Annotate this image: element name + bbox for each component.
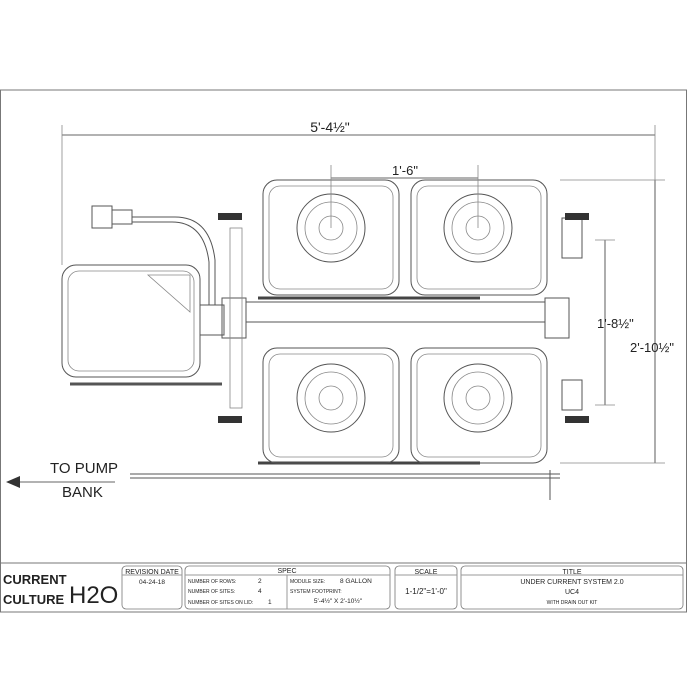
svg-text:UNDER CURRENT SYSTEM 2.0: UNDER CURRENT SYSTEM 2.0 bbox=[520, 579, 623, 586]
annotation-text: BANK bbox=[62, 484, 103, 501]
svg-text:WITH DRAIN OUT KIT: WITH DRAIN OUT KIT bbox=[547, 600, 598, 606]
revision-box: REVISION DATE 04-24-18 bbox=[121, 565, 183, 610]
svg-text:SCALE: SCALE bbox=[415, 569, 438, 576]
drawing-frame bbox=[0, 89, 687, 613]
scale-box: SCALE 1-1/2"=1'-0" bbox=[394, 565, 458, 610]
spec-box: SPEC NUMBER OF ROWS: 2 NUMBER OF SITES: … bbox=[184, 565, 391, 610]
svg-text:04-24-18: 04-24-18 bbox=[139, 579, 165, 586]
svg-text:MODULE SIZE:: MODULE SIZE: bbox=[290, 579, 325, 585]
dimension-overall-width: 5'-4½" bbox=[61, 119, 656, 265]
dimension-label: 5'-4½" bbox=[310, 119, 350, 135]
module-4 bbox=[410, 347, 548, 464]
title-box: TITLE UNDER CURRENT SYSTEM 2.0 UC4 WITH … bbox=[460, 565, 684, 610]
logo-text: CURRENT bbox=[3, 572, 67, 587]
svg-text:5'-4½" X 2'-10½": 5'-4½" X 2'-10½" bbox=[314, 597, 363, 605]
dimension-overall-depth: 2'-10½" bbox=[560, 179, 674, 464]
dimension-site-spacing: 1'-6" bbox=[330, 163, 479, 228]
svg-text:8 GALLON: 8 GALLON bbox=[340, 578, 372, 585]
svg-text:SPEC: SPEC bbox=[277, 568, 296, 575]
svg-text:NUMBER OF ROWS:: NUMBER OF ROWS: bbox=[188, 579, 236, 585]
logo-mark: H2O bbox=[69, 582, 118, 609]
dimension-label: 1'-8½" bbox=[597, 316, 634, 331]
svg-text:4: 4 bbox=[258, 588, 262, 595]
svg-text:REVISION DATE: REVISION DATE bbox=[125, 569, 179, 576]
svg-text:1: 1 bbox=[268, 599, 272, 606]
module-3 bbox=[262, 347, 400, 464]
pump-bank-arrow: TO PUMP BANK bbox=[6, 460, 118, 501]
svg-text:TITLE: TITLE bbox=[562, 569, 581, 576]
svg-text:NUMBER OF SITES ON LID:: NUMBER OF SITES ON LID: bbox=[188, 600, 253, 606]
dimension-label: 2'-10½" bbox=[630, 340, 674, 355]
dimension-row-spacing: 1'-8½" bbox=[595, 239, 634, 406]
logo-text: CULTURE bbox=[3, 592, 64, 607]
pump-valve bbox=[91, 205, 216, 305]
svg-text:2: 2 bbox=[258, 578, 262, 585]
svg-text:NUMBER OF SITES:: NUMBER OF SITES: bbox=[188, 589, 235, 595]
logo: CURRENT CULTURE H2O bbox=[3, 572, 118, 609]
svg-text:1-1/2"=1'-0": 1-1/2"=1'-0" bbox=[405, 587, 447, 596]
annotation-text: TO PUMP bbox=[50, 460, 118, 477]
svg-text:UC4: UC4 bbox=[565, 589, 579, 596]
module-2 bbox=[410, 179, 548, 296]
svg-text:SYSTEM FOOTPRINT:: SYSTEM FOOTPRINT: bbox=[290, 589, 342, 595]
reservoir bbox=[61, 264, 225, 378]
dimension-label: 1'-6" bbox=[392, 163, 418, 178]
